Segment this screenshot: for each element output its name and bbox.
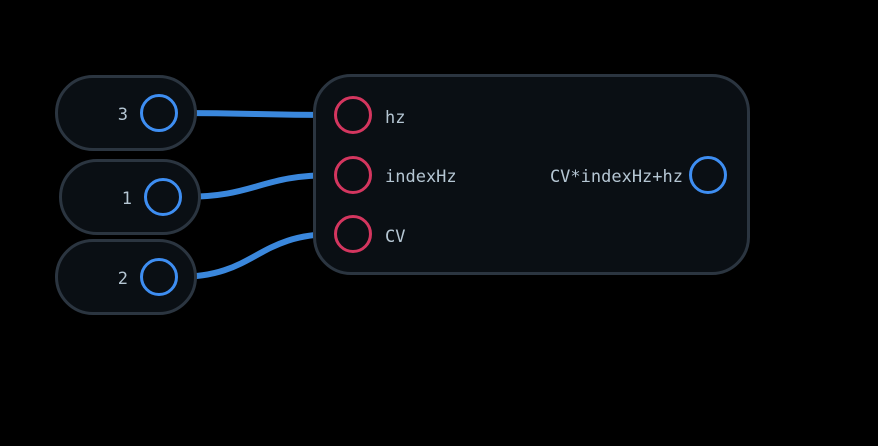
input-port-cv[interactable] [334, 215, 372, 253]
wire-0-to-0[interactable] [177, 110, 335, 118]
output-label: CV*indexHz+hz [549, 167, 683, 187]
constant-value: 3 [117, 105, 128, 125]
input-label-hz: hz [385, 108, 406, 128]
input-label-cv: CV [385, 227, 406, 247]
constant-node-2[interactable]: 2 [55, 239, 197, 315]
constant-node-3[interactable]: 3 [55, 75, 197, 151]
input-port-hz[interactable] [334, 96, 372, 134]
function-node[interactable]: hz indexHz CV CV*indexHz+hz [313, 74, 750, 275]
constant-output-port[interactable] [144, 178, 182, 216]
output-port[interactable] [689, 156, 727, 194]
constant-output-port[interactable] [140, 94, 178, 132]
constant-value: 2 [117, 269, 128, 289]
input-port-indexhz[interactable] [334, 156, 372, 194]
wire-2-to-2[interactable] [177, 231, 335, 280]
constant-output-port[interactable] [140, 258, 178, 296]
input-label-indexhz: indexHz [385, 167, 457, 187]
constant-node-1[interactable]: 1 [59, 159, 201, 235]
constant-value: 1 [121, 189, 132, 209]
wire-1-to-1[interactable] [181, 172, 335, 200]
